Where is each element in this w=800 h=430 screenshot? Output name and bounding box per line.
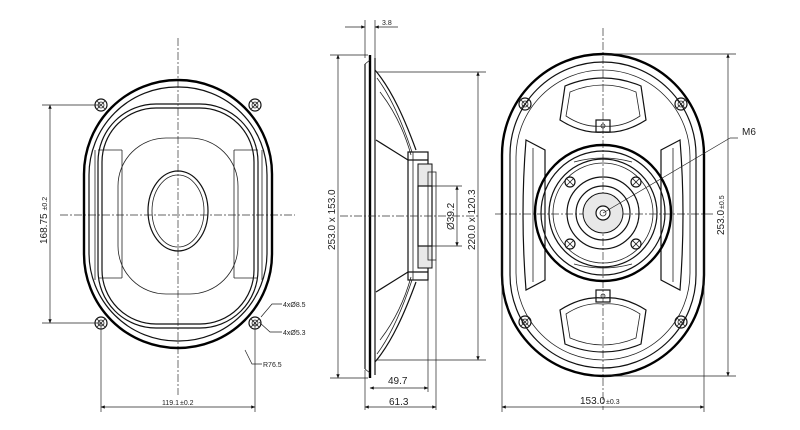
flange-thickness-label: 3.8 (382, 20, 392, 27)
hole-small-label: 4xØ5.3 (283, 330, 306, 337)
corner-radius-label: R76.5 (263, 362, 282, 369)
basket-screw (630, 238, 642, 250)
basket-screw (564, 238, 576, 250)
basket-screw (630, 176, 642, 188)
hole-large-label: 4xØ8.5 (283, 302, 306, 309)
cutout-label: 220.0 x 120.3 (467, 189, 478, 250)
side-size-label: 253.0 x 153.0 (327, 189, 338, 250)
basket-screw (564, 176, 576, 188)
side-view (330, 20, 486, 410)
magnet-diameter-label: Ø39.2 (446, 202, 457, 230)
inner-depth-label: 49.7 (388, 376, 408, 387)
thread-label: M6 (742, 127, 756, 138)
mounting-hole (94, 98, 108, 112)
rear-height-label: 253.0±0.5 (716, 195, 727, 235)
front-width-label: 119.1±0.2 (162, 400, 194, 407)
mounting-hole (248, 98, 262, 112)
total-depth-label: 61.3 (389, 397, 409, 408)
rear-width-label: 153.0±0.3 (580, 396, 620, 407)
front-view (42, 38, 295, 412)
front-height-label: 168.75±0.2 (39, 197, 50, 244)
mounting-hole (674, 97, 688, 111)
mounting-hole (674, 315, 688, 329)
rear-view (495, 28, 738, 412)
mounting-hole (518, 315, 532, 329)
mounting-hole (518, 97, 532, 111)
